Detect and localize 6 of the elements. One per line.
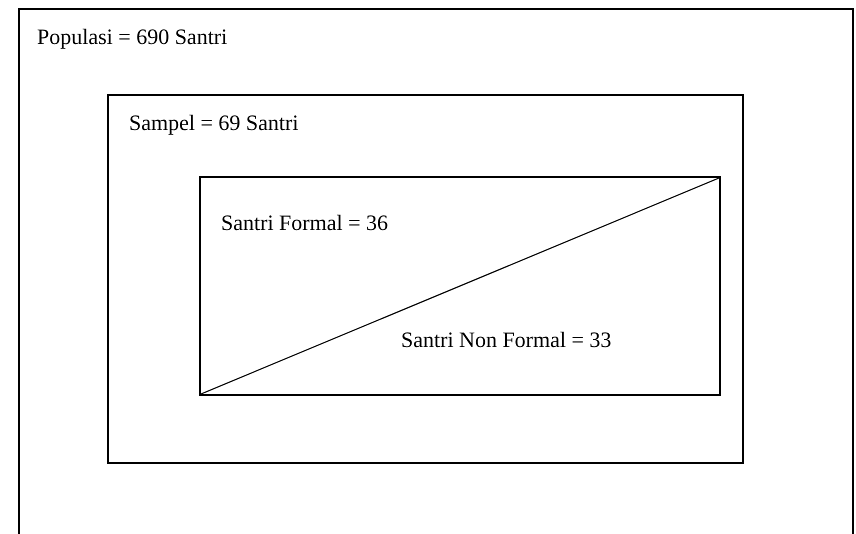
sample-box	[107, 94, 744, 464]
box-label: Populasi = 690 Santri	[37, 26, 228, 48]
population-box	[18, 8, 854, 534]
box-label: Santri Non Formal = 33	[401, 329, 612, 351]
box-label: Sampel = 69 Santri	[129, 112, 298, 134]
box-label: Santri Formal = 36	[221, 212, 388, 234]
